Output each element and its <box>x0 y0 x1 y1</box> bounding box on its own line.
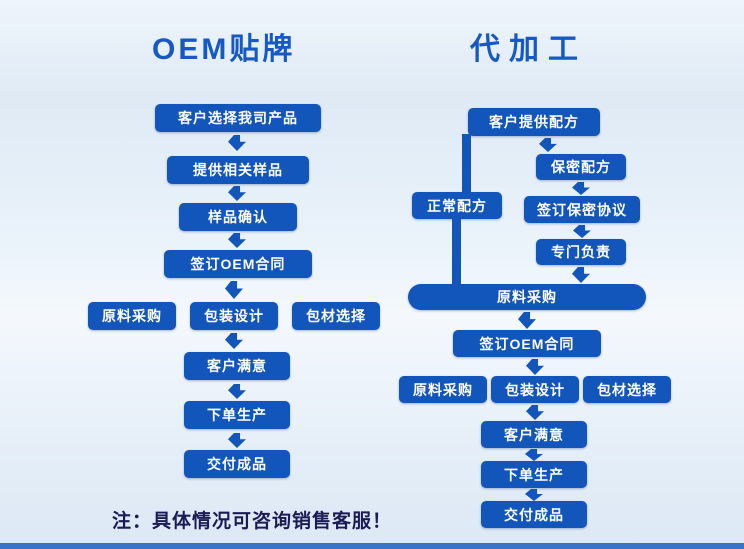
arrow-down-icon <box>228 233 246 248</box>
footer-note: 注：具体情况可咨询销售客服！ <box>112 511 393 532</box>
processing-step-deliver-product: 交付成品 <box>481 501 587 528</box>
oem-branch-package-design: 包装设计 <box>190 302 278 330</box>
oem-branch-package-material: 包材选择 <box>292 302 380 330</box>
arrow-down-icon <box>572 182 590 195</box>
processing-step-order-production: 下单生产 <box>481 461 587 488</box>
arrow-down-icon <box>228 433 246 448</box>
processing-step-customer-satisfied: 客户满意 <box>481 421 587 448</box>
arrow-down-icon <box>525 489 543 501</box>
oem-step-sign-contract: 签订OEM合同 <box>164 250 312 278</box>
processing-dedicated: 专门负责 <box>536 239 626 265</box>
arrow-down-icon <box>526 359 544 375</box>
processing-branch-raw-material: 原料采购 <box>399 376 487 403</box>
oem-step-order-production: 下单生产 <box>184 401 290 429</box>
arrow-down-icon <box>573 225 591 238</box>
arrow-down-icon <box>525 449 543 461</box>
bottom-divider <box>0 543 744 549</box>
arrow-down-icon <box>228 135 246 151</box>
connector-line <box>462 134 471 194</box>
oem-column-title: OEM贴牌 <box>152 33 296 66</box>
arrow-down-icon <box>539 138 557 152</box>
oem-step-select-product: 客户选择我司产品 <box>155 104 321 132</box>
processing-normal-formula: 正常配方 <box>412 192 502 219</box>
oem-branch-raw-material: 原料采购 <box>88 302 176 330</box>
arrow-down-icon <box>225 281 243 299</box>
oem-step-customer-satisfied: 客户满意 <box>184 352 290 380</box>
connector-line <box>452 218 461 286</box>
oem-step-sample-confirm: 样品确认 <box>179 203 297 231</box>
processing-raw-material-bar: 原料采购 <box>408 284 646 310</box>
arrow-down-icon <box>572 267 590 283</box>
arrow-down-icon <box>228 186 246 201</box>
arrow-down-icon <box>526 405 544 420</box>
processing-branch-package-material: 包材选择 <box>583 376 671 403</box>
arrow-down-icon <box>518 312 536 329</box>
processing-secret-formula: 保密配方 <box>536 154 626 180</box>
processing-column-title: 代加工 <box>470 33 587 66</box>
processing-branch-package-design: 包装设计 <box>491 376 579 403</box>
processing-sign-nda: 签订保密协议 <box>524 196 640 223</box>
processing-step-provide-formula: 客户提供配方 <box>468 108 600 136</box>
arrow-down-icon <box>228 384 246 399</box>
oem-step-provide-samples: 提供相关样品 <box>167 156 309 184</box>
arrow-down-icon <box>225 333 243 349</box>
processing-sign-contract: 签订OEM合同 <box>453 330 601 357</box>
oem-step-deliver-product: 交付成品 <box>184 450 290 478</box>
